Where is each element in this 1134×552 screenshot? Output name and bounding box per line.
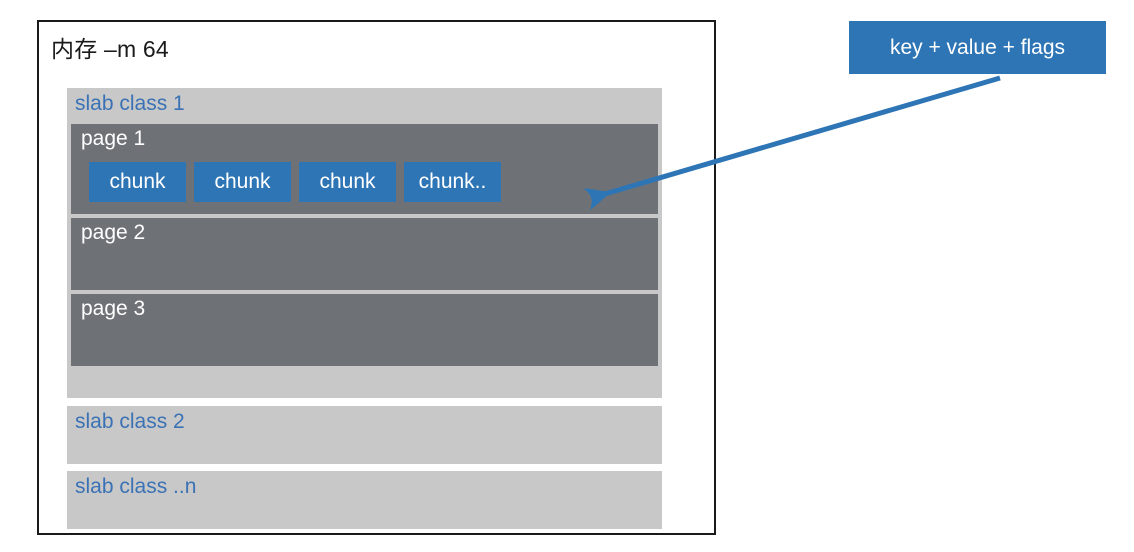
memory-frame: 内存 –m 64 slab class 1 page 1 chunk chunk… xyxy=(37,20,716,535)
chunk-item-2: chunk xyxy=(194,162,291,202)
chunk-item-3: chunk xyxy=(299,162,396,202)
slab-class-2-label: slab class 2 xyxy=(75,410,185,433)
slab-class-n-label: slab class ..n xyxy=(75,475,197,498)
slab-class-n-block: slab class ..n xyxy=(67,471,662,529)
page-3-block: page 3 xyxy=(71,294,658,366)
page-1-label: page 1 xyxy=(81,127,146,150)
page-2-block: page 2 xyxy=(71,218,658,290)
chunk-item-4: chunk.. xyxy=(404,162,501,202)
chunk-item-1: chunk xyxy=(89,162,186,202)
slab-class-2-block: slab class 2 xyxy=(67,406,662,464)
page-2-label: page 2 xyxy=(81,221,146,244)
chunk-row: chunk chunk chunk chunk.. xyxy=(89,162,501,202)
page-3-label: page 3 xyxy=(81,297,146,320)
memory-title: 内存 –m 64 xyxy=(51,36,169,62)
slab-class-1-block: slab class 1 page 1 chunk chunk chunk ch… xyxy=(67,88,662,398)
page-1-block: page 1 chunk chunk chunk chunk.. xyxy=(71,124,658,214)
slab-class-1-label: slab class 1 xyxy=(75,92,185,115)
callout-key-value-flags: key + value + flags xyxy=(849,21,1106,74)
